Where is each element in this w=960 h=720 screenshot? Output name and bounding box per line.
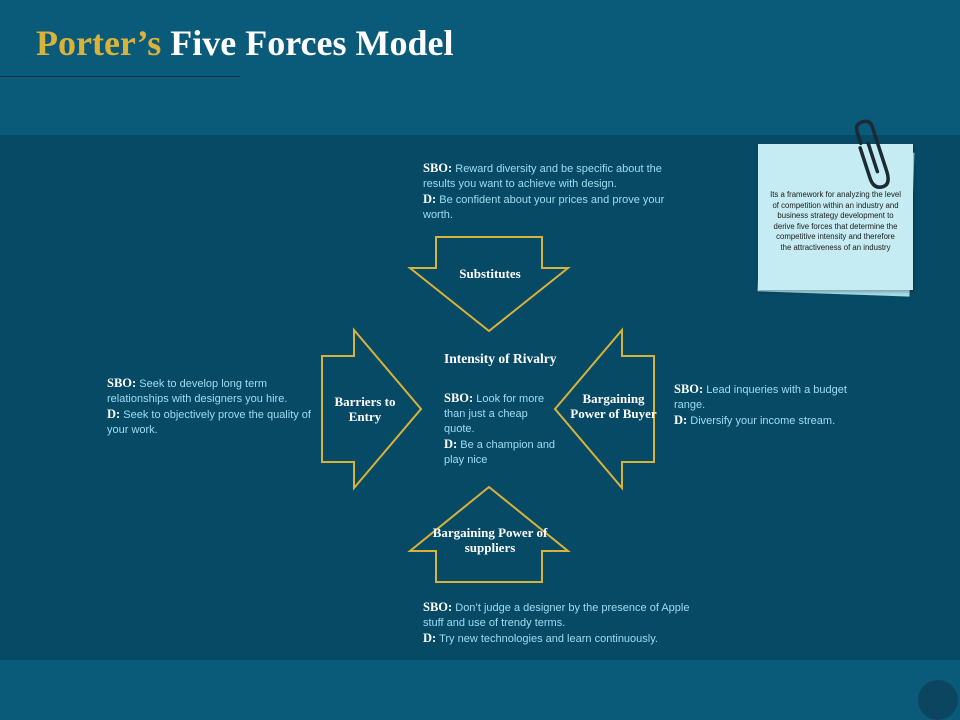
d-text: Be a champion and play nice (444, 439, 556, 466)
corner-decoration (918, 680, 958, 720)
footer-band (0, 660, 960, 720)
rivalry-text-block: SBO: Look for more than just a cheap quo… (444, 391, 556, 468)
sbo-label: SBO: (444, 391, 474, 405)
sbo-text: Don’t judge a designer by the presence o… (423, 602, 690, 629)
d-text: Seek to objectively prove the quality of… (107, 409, 311, 436)
sbo-text: Lead inqueries with a budget range. (674, 384, 847, 411)
paperclip-icon (854, 119, 890, 189)
suppliers-label: Bargaining Power of suppliers (432, 525, 548, 555)
sbo-text: Look for more than just a cheap quote. (444, 393, 545, 435)
sbo-label: SBO: (674, 382, 704, 396)
buyer-label: Bargaining Power of Buyer (570, 391, 657, 421)
title-main: Five Forces Model (170, 23, 454, 63)
rivalry-label: Intensity of Rivalry (444, 351, 557, 366)
title-accent: Porter’s (36, 23, 162, 63)
sbo-label: SBO: (423, 161, 453, 175)
barriers-arrow (321, 327, 423, 491)
d-text: Be confident about your prices and prove… (423, 194, 665, 221)
barriers-text-block: SBO: Seek to develop long term relations… (107, 376, 312, 438)
sticky-note-text: Its a framework for analyzing the level … (770, 190, 901, 252)
substitutes-text-block: SBO: Reward diversity and be specific ab… (423, 161, 683, 223)
sbo-text: Seek to develop long term relationships … (107, 378, 288, 405)
sbo-label: SBO: (107, 376, 137, 390)
substitutes-arrow (407, 236, 571, 333)
d-label: D: (444, 437, 458, 451)
barriers-label: Barriers to Entry (334, 394, 396, 424)
title-divider (0, 76, 240, 77)
d-label: D: (674, 413, 688, 427)
header-band (0, 0, 960, 135)
sbo-text: Reward diversity and be specific about t… (423, 163, 662, 190)
d-text: Diversify your income stream. (690, 415, 836, 427)
page-title: Porter’s Five Forces Model (36, 22, 453, 64)
d-text: Try new technologies and learn continuou… (439, 633, 658, 645)
suppliers-text-block: SBO: Don’t judge a designer by the prese… (423, 600, 713, 647)
suppliers-arrow (407, 485, 571, 583)
substitutes-label: Substitutes (459, 266, 521, 281)
buyer-text-block: SBO: Lead inqueries with a budget range.… (674, 382, 874, 429)
buyer-arrow (553, 327, 655, 491)
d-label: D: (423, 631, 437, 645)
d-label: D: (423, 192, 437, 206)
sbo-label: SBO: (423, 600, 453, 614)
d-label: D: (107, 407, 121, 421)
